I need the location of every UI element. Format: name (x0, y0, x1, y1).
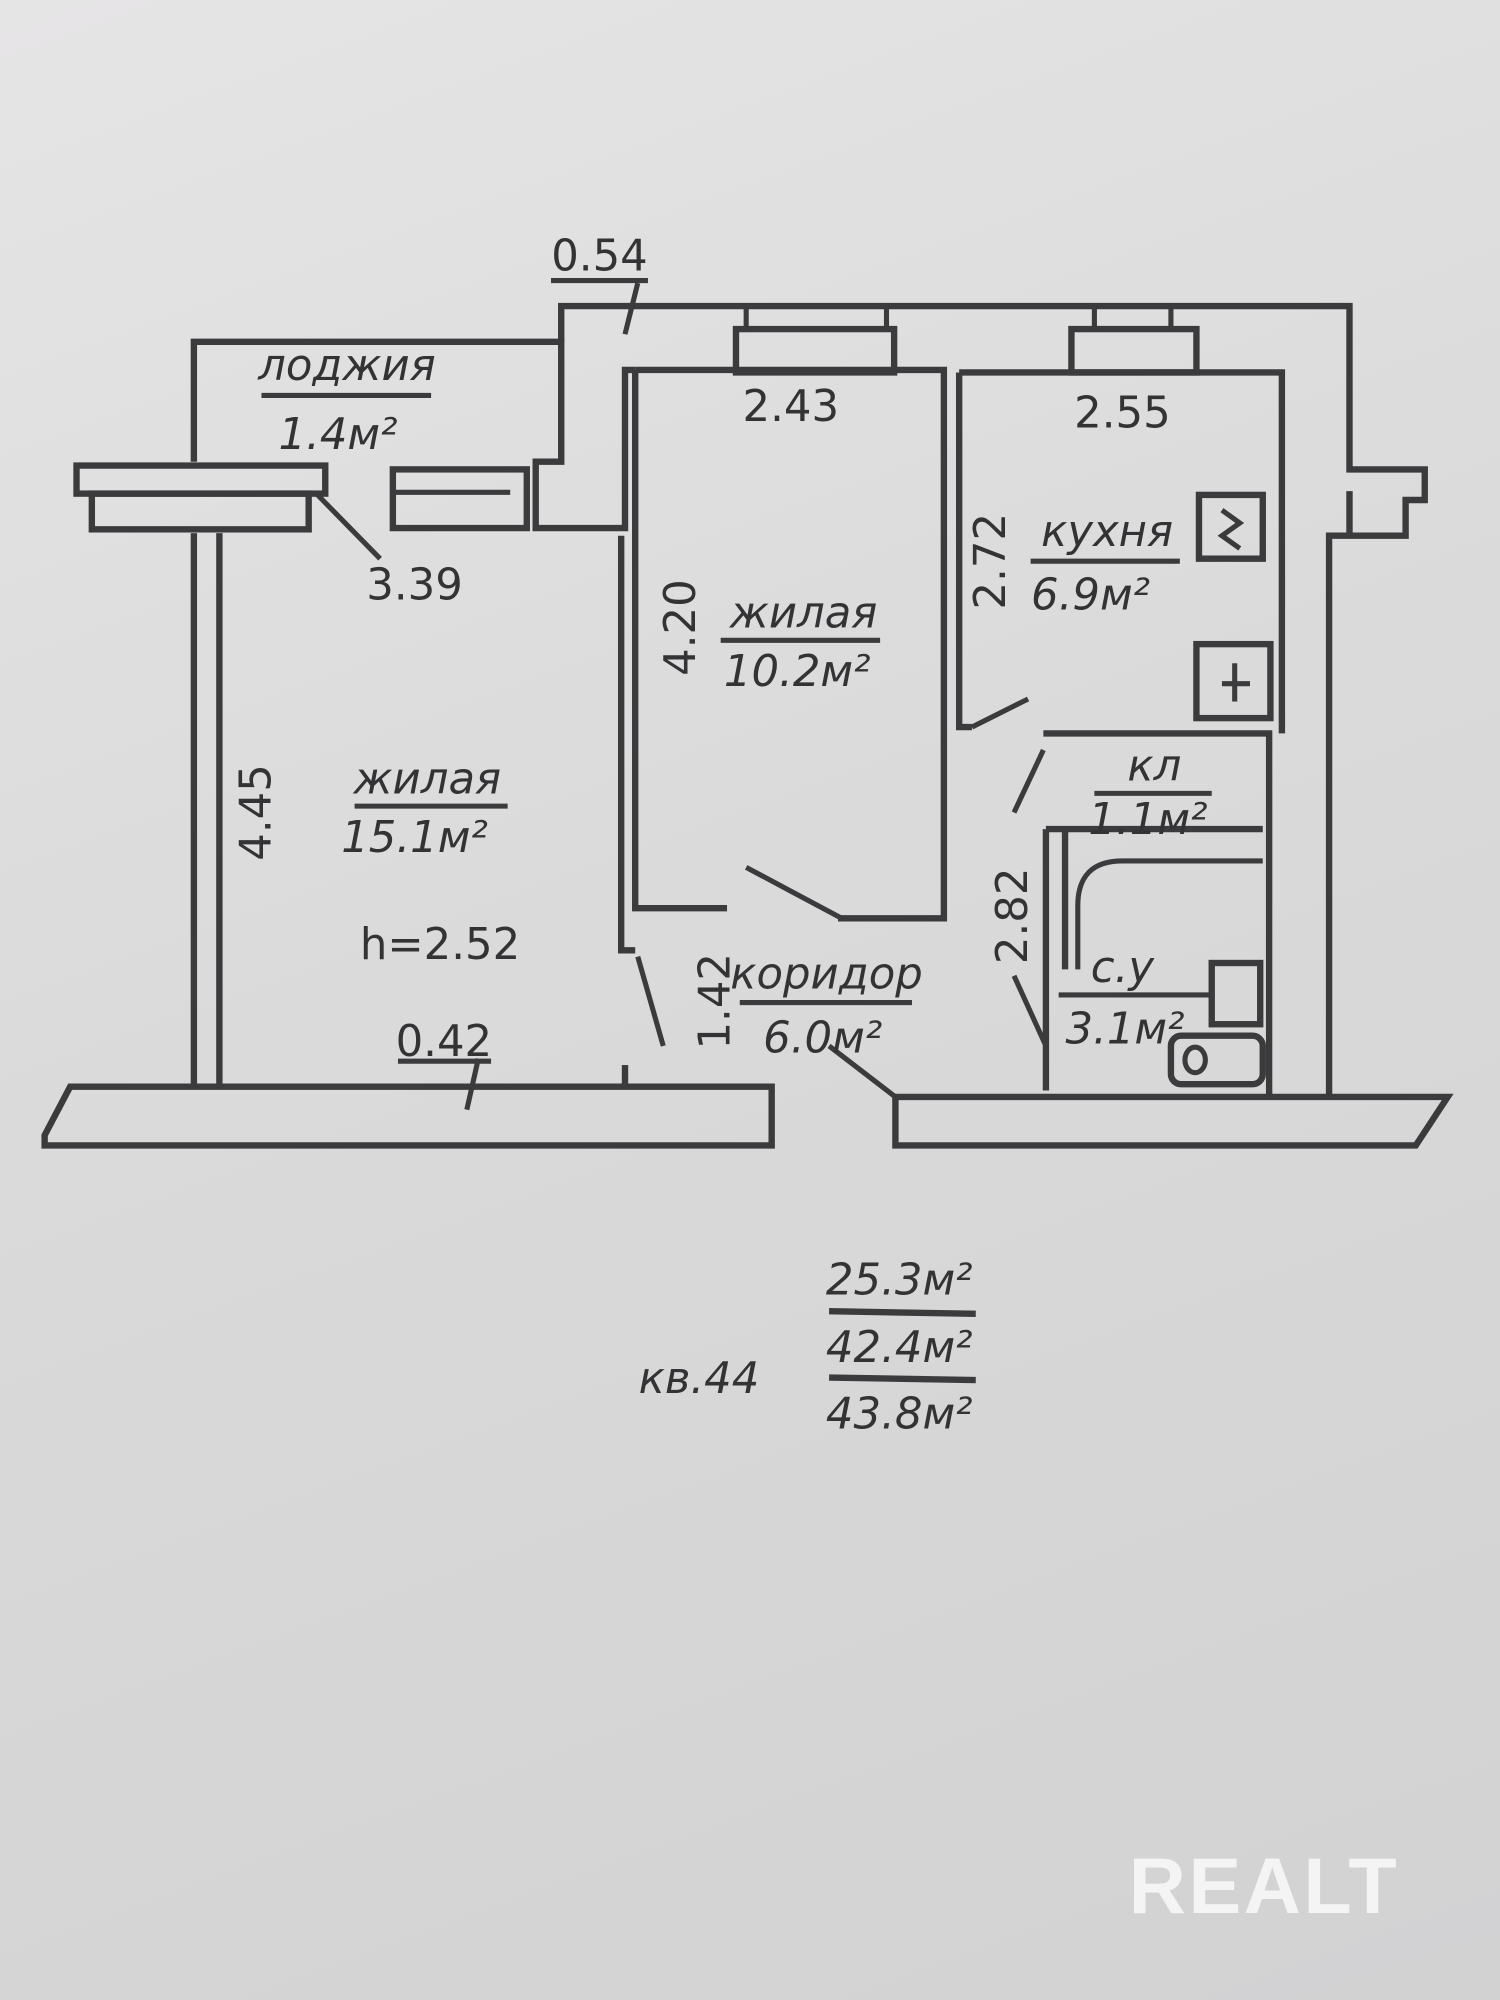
dim-282: 2.82 (988, 868, 1038, 965)
dim-142: 1.42 (691, 953, 741, 1050)
living-area: 25.3м² (826, 1256, 973, 1306)
apartment-number: кв.44 (639, 1354, 760, 1404)
corridor-name: коридор (730, 950, 922, 1000)
dim-445: 4.45 (231, 764, 281, 861)
kitchen-name: кухня (1041, 507, 1173, 557)
room-large-name: жилая (352, 754, 501, 804)
room-small-name: жилая (729, 589, 878, 639)
walls (41, 282, 1454, 1149)
realt-watermark: REALT (1129, 1841, 1399, 1930)
closet-name: кл (1127, 742, 1181, 792)
dimension-labels: 0.54 2.43 2.55 3.39 4.20 2.72 4.45 1.42 … (231, 231, 1170, 1067)
area-summary: кв.44 25.3м² 42.4м² 43.8м² (639, 1256, 976, 1440)
dim-243: 2.43 (743, 382, 840, 432)
dim-339: 3.39 (366, 560, 463, 610)
room-labels: лоджия 1.4м² жилая 10.2м² кухня 6.9м² жи… (257, 341, 1212, 1063)
closet-area: 1.1м² (1088, 795, 1207, 845)
dim-272: 2.72 (966, 513, 1016, 610)
loggia-name: лоджия (257, 341, 436, 391)
room-small-area: 10.2м² (724, 647, 871, 697)
ceiling-height: h=2.52 (360, 920, 520, 970)
total-with-loggia: 43.8м² (826, 1390, 973, 1440)
dim-054: 0.54 (551, 231, 648, 281)
bathroom-name: с.у (1091, 943, 1156, 993)
total-area: 42.4м² (826, 1323, 973, 1373)
corridor-area: 6.0м² (763, 1013, 882, 1063)
dim-255: 2.55 (1074, 388, 1171, 438)
dim-420: 4.20 (656, 579, 706, 676)
bathroom-area: 3.1м² (1065, 1004, 1184, 1054)
loggia-area: 1.4м² (278, 410, 397, 460)
room-large-area: 15.1м² (341, 813, 488, 863)
kitchen-area: 6.9м² (1031, 571, 1150, 621)
